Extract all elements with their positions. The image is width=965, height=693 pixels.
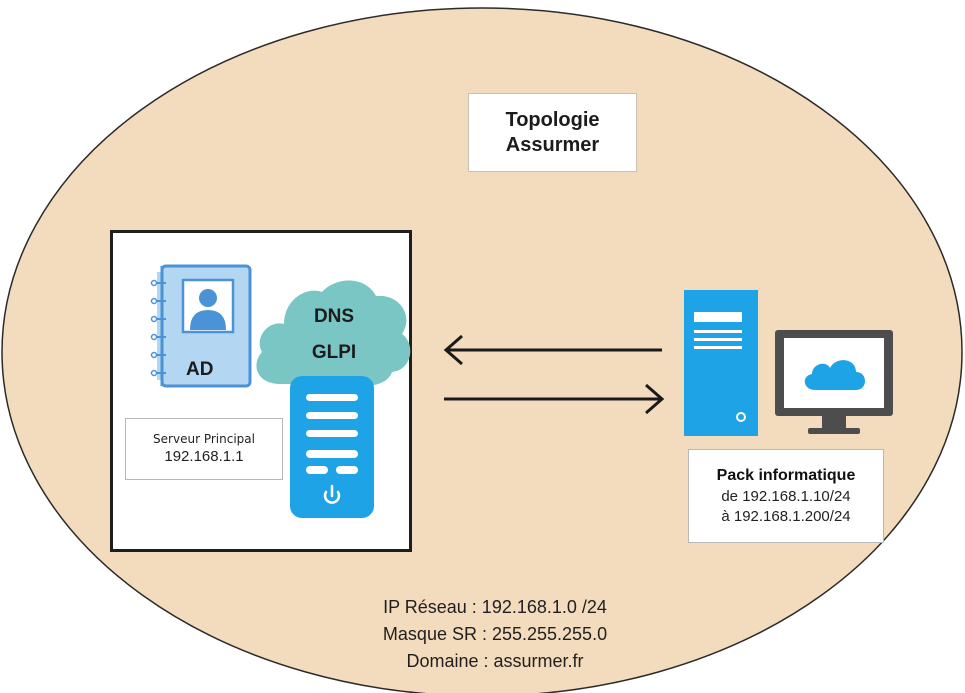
client-label-box: Pack informatique de 192.168.1.10/24 à 1… <box>688 449 884 543</box>
client-range-from: de 192.168.1.10/24 <box>721 488 851 505</box>
title-box: Topologie Assurmer <box>468 93 637 172</box>
server-name: Serveur Principal <box>153 432 255 446</box>
network-ip-line: IP Réseau : 192.168.1.0 /24 <box>383 597 607 617</box>
arrow-right-icon <box>444 383 665 415</box>
arrow-left-icon <box>443 334 662 366</box>
network-domain-line: Domaine : assurmer.fr <box>406 651 584 671</box>
server-ip: 192.168.1.1 <box>164 448 244 465</box>
server-label-box: Serveur Principal 192.168.1.1 <box>125 418 283 480</box>
title-line-1: Topologie <box>505 108 600 131</box>
server-frame <box>110 230 412 552</box>
client-range-to: à 192.168.1.200/24 <box>721 508 851 525</box>
network-mask-line: Masque SR : 255.255.255.0 <box>382 624 608 644</box>
title-line-2: Assurmer <box>505 133 600 156</box>
network-info: IP Réseau : 192.168.1.0 /24 Masque SR : … <box>300 594 690 675</box>
client-heading: Pack informatique <box>716 467 856 484</box>
